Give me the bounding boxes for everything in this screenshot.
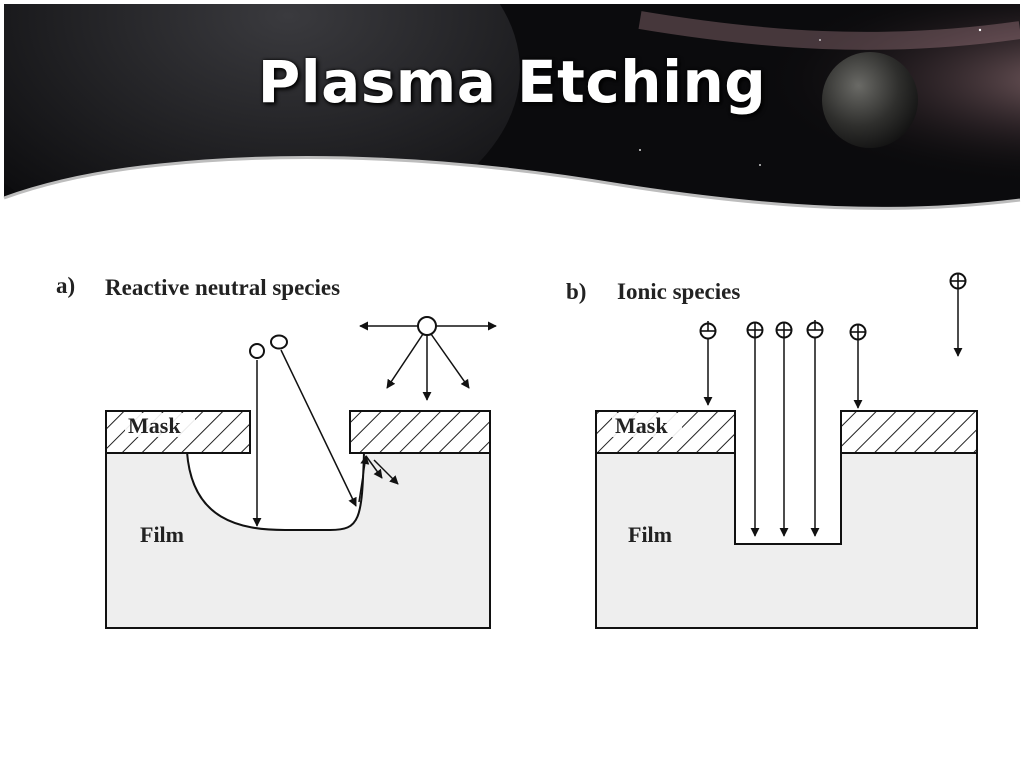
neutral-trajectory	[280, 349, 357, 507]
moon-icon	[822, 52, 918, 148]
panel-b-mask-label: Mask	[615, 413, 668, 438]
panel-a-film-label: Film	[140, 522, 184, 547]
panel-a-mask-right	[349, 410, 491, 454]
scatter-arrow	[386, 333, 424, 389]
panel-b-mask-right	[840, 410, 978, 454]
ion-particle	[775, 321, 793, 339]
ion-particle	[949, 272, 967, 290]
ion-particle	[849, 323, 867, 341]
panel-b: b) Ionic species Mask Film	[566, 272, 978, 629]
neutral-particle	[417, 316, 437, 336]
ion-particle	[806, 320, 824, 339]
neutral-particle	[249, 343, 265, 359]
reflection-arrow	[358, 455, 370, 503]
panel-b-film-label: Film	[628, 522, 672, 547]
ion-particle	[746, 321, 764, 339]
reflection-arrow	[365, 455, 383, 479]
panel-a-mask-label: Mask	[128, 413, 181, 438]
panel-a-heading: Reactive neutral species	[105, 275, 340, 300]
panel-b-letter: b)	[566, 279, 586, 304]
reflection-arrow	[373, 459, 399, 485]
scatter-arrow	[430, 333, 470, 389]
panel-a: a) Reactive neutral species Mask Film	[56, 273, 497, 629]
panel-b-heading: Ionic species	[617, 279, 740, 304]
panel-a-letter: a)	[56, 273, 75, 298]
ion-particle	[699, 321, 717, 340]
slide-title: Plasma Etching	[257, 48, 767, 116]
neutral-particle	[270, 334, 288, 350]
